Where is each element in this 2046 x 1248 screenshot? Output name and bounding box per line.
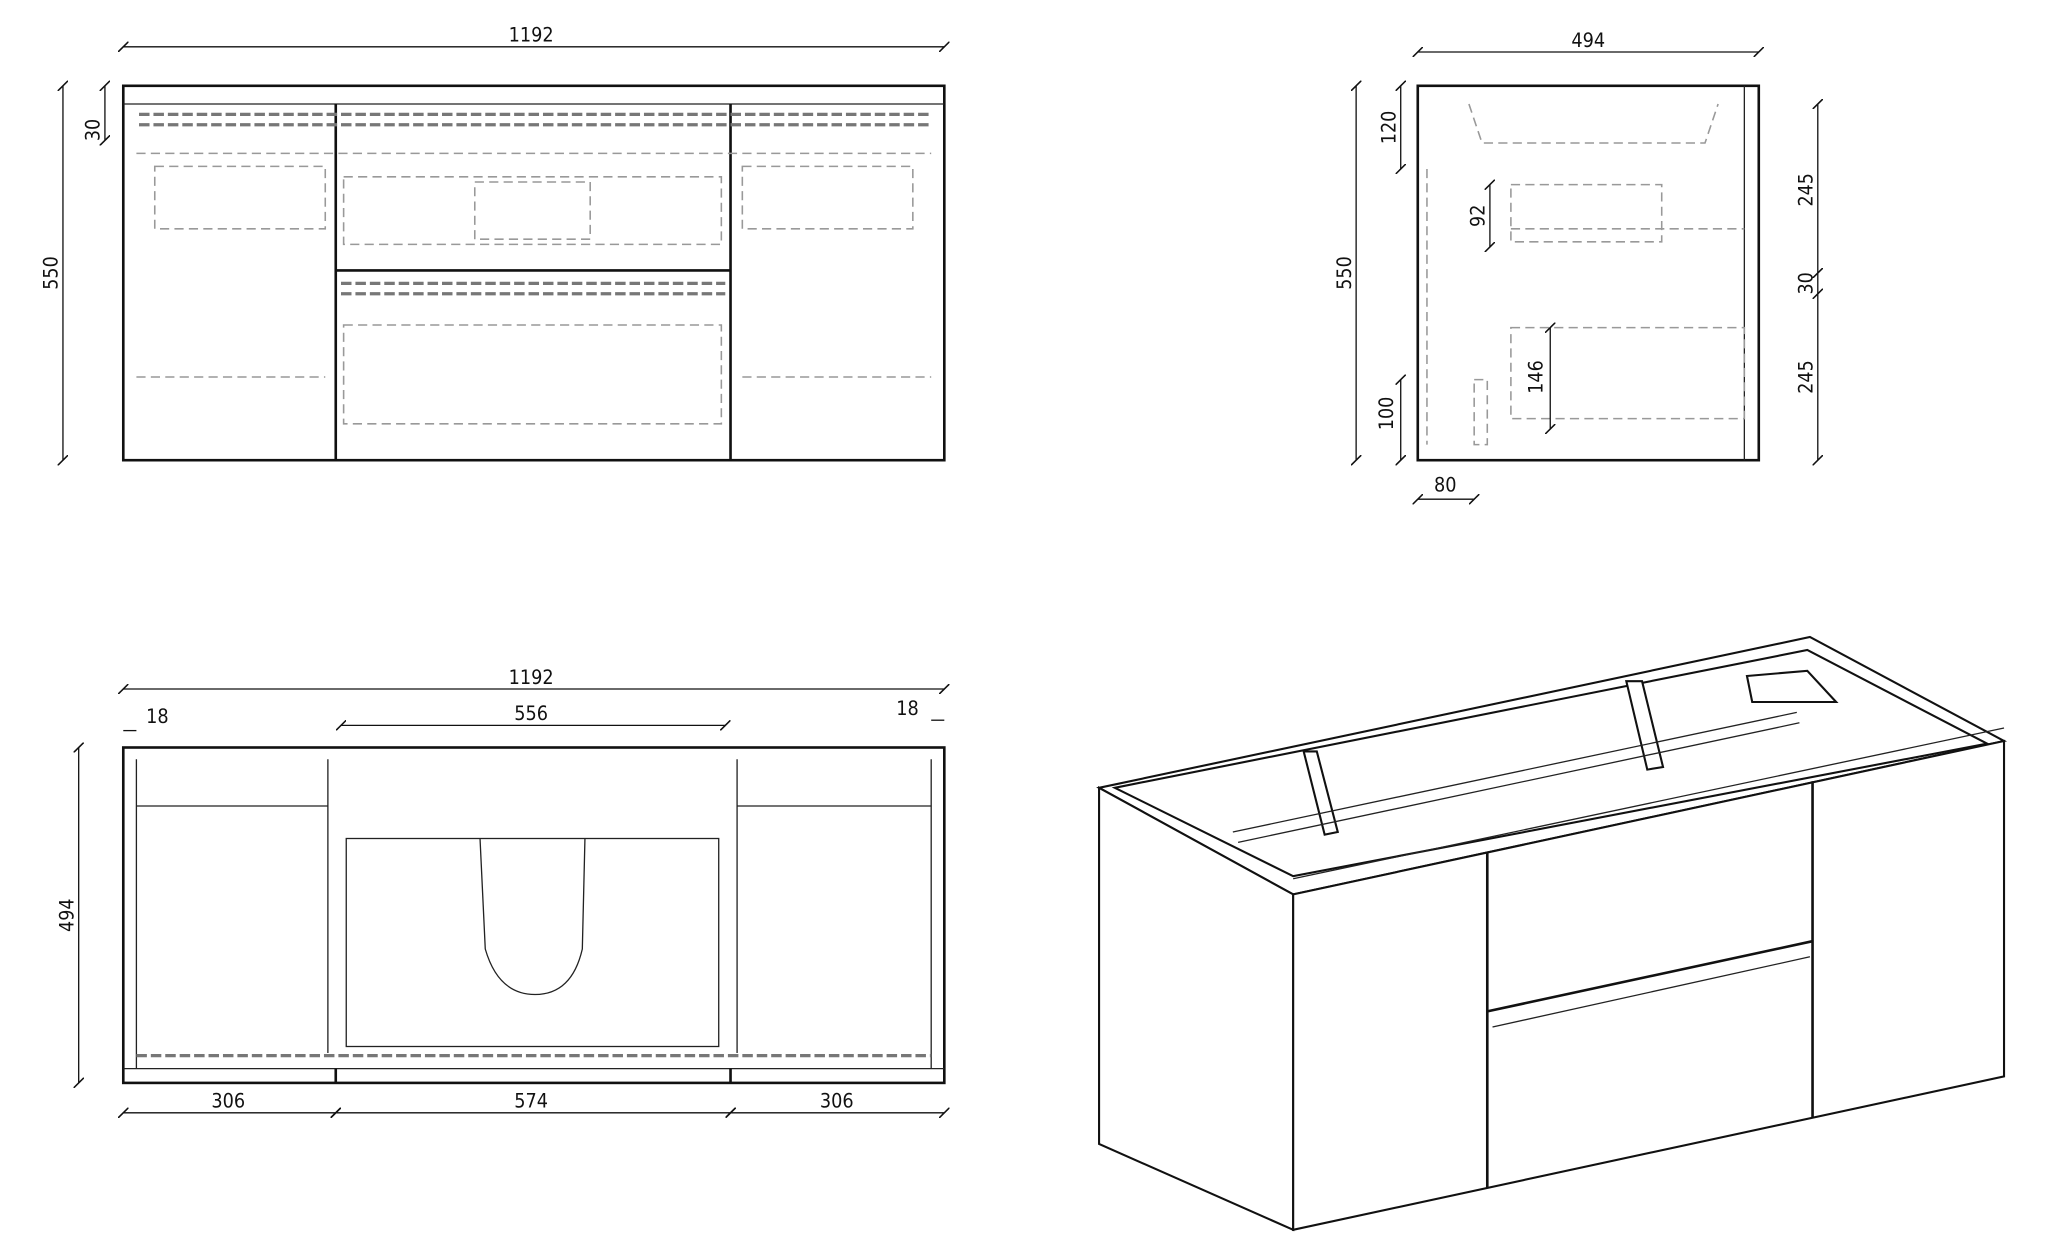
side-gap-label: 30 [1794,272,1817,294]
front-width-label: 1192 [509,24,554,47]
top-center-section-label: 574 [514,1090,548,1113]
side-depth-label: 494 [1571,29,1605,52]
top-width-label: 1192 [509,666,554,689]
front-top-rail-label: 30 [82,119,105,141]
side-drawer-front-label: 92 [1467,205,1490,227]
front-height-label: 550 [40,256,63,289]
side-lower-inner-label: 146 [1524,360,1547,393]
side-toe-label: 100 [1375,397,1398,430]
side-height-label: 550 [1333,256,1356,289]
top-right-panel-label: 18 [896,697,919,720]
side-upper-drawer-label: 245 [1794,173,1817,206]
top-left-section-label: 306 [211,1090,245,1113]
top-depth-label: 494 [55,898,78,931]
side-top-gap-label: 120 [1377,111,1400,144]
top-sink-cutout-label: 556 [514,702,548,725]
front-view: 1192 550 30 [40,24,945,461]
side-lower-drawer-label: 245 [1794,360,1817,393]
side-bottom-offset-label: 80 [1434,473,1457,496]
side-view: 494 550 120 92 245 30 245 146 100 80 [1333,29,1818,499]
top-right-section-label: 306 [820,1090,854,1113]
isometric-view [1096,635,2008,1232]
top-view: 1192 556 18 18 494 306 574 306 [55,666,944,1113]
top-left-panel-label: 18 [146,705,169,728]
